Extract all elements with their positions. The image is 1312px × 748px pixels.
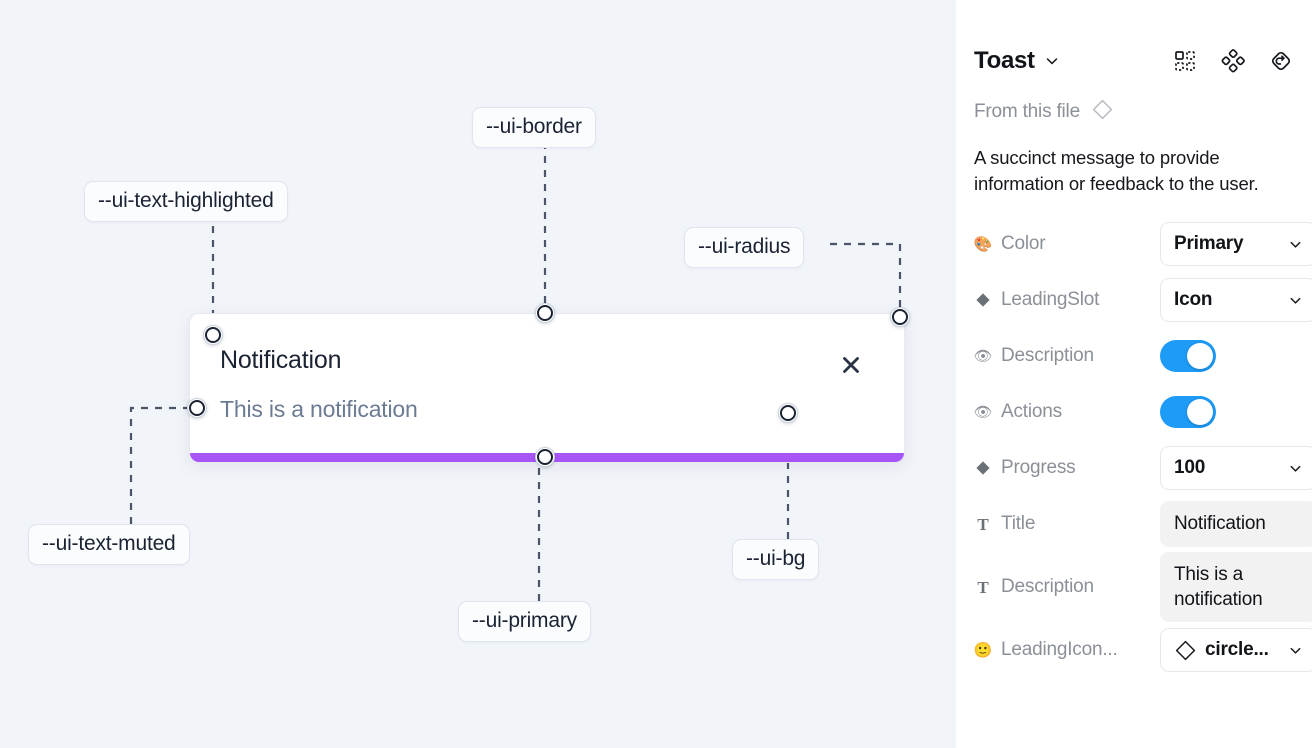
diamond-icon (1174, 639, 1197, 662)
eye-emoji-icon: 👁 (974, 347, 993, 365)
property-row-leadingslot: LeadingSlot Icon (974, 272, 1312, 328)
inspector-panel: Toast (956, 0, 1312, 748)
property-control-color: Primary (1160, 222, 1312, 267)
property-label-color: 🎨 Color (974, 233, 1160, 255)
toast-description: This is a notification (220, 396, 418, 422)
text-t-icon: T (977, 577, 989, 597)
toggle-knob (1187, 399, 1213, 426)
from-this-file-label: From this file (974, 101, 1080, 122)
property-row-title: T Title Notification (974, 496, 1312, 552)
toast-preview-card[interactable]: Notification This is a notification (189, 313, 905, 463)
component-grid-icon[interactable] (1172, 48, 1198, 74)
color-select[interactable]: Primary (1160, 222, 1312, 267)
property-row-description-toggle: 👁 Description (974, 328, 1294, 384)
property-row-actions-toggle: 👁 Actions (974, 384, 1294, 440)
header-icon-group (1172, 48, 1294, 74)
property-label-description-text: T Description (974, 576, 1160, 598)
progress-select[interactable]: 100 (1160, 446, 1312, 491)
chevron-down-icon (1288, 237, 1303, 252)
variants-diamond-icon[interactable] (1220, 48, 1246, 74)
anchor-handle-primary[interactable] (535, 447, 555, 467)
chevron-down-icon (1288, 293, 1303, 308)
smiley-emoji-icon: 🙂 (974, 641, 993, 659)
anchor-handle-border[interactable] (535, 303, 555, 323)
property-label-text: LeadingIcon... (1001, 639, 1118, 661)
eye-emoji-icon: 👁 (974, 403, 993, 421)
leadingslot-select[interactable]: Icon (1160, 278, 1312, 323)
property-row-description-text: T Description This is a notification (974, 552, 1312, 623)
leadingicon-select-value: circle... (1205, 639, 1269, 661)
token-chip-text-highlighted[interactable]: --ui-text-highlighted (84, 181, 288, 222)
color-select-value: Primary (1174, 233, 1244, 255)
palette-emoji-icon: 🎨 (974, 235, 993, 253)
page-title: Toast (974, 47, 1035, 74)
chevron-down-icon (1288, 461, 1303, 476)
property-control-progress: 100 (1160, 446, 1312, 491)
reset-rotate-icon[interactable] (1268, 48, 1294, 74)
property-control-actions-toggle (1160, 396, 1294, 429)
property-row-leadingicon: 🙂 LeadingIcon... circle... (974, 622, 1312, 678)
panel-header: Toast (974, 33, 1294, 89)
title-input[interactable]: Notification (1160, 501, 1312, 547)
property-row-progress: Progress 100 (974, 440, 1312, 496)
property-label-leadingslot: LeadingSlot (974, 289, 1160, 311)
property-row-color: 🎨 Color Primary (974, 216, 1312, 272)
diamond-filled-icon (974, 459, 992, 477)
token-chip-bg[interactable]: --ui-bg (732, 539, 820, 580)
chevron-down-icon[interactable] (1044, 53, 1060, 69)
property-label-description-toggle: 👁 Description (974, 345, 1160, 367)
property-label-text: Progress (1001, 457, 1076, 479)
property-label-title: T Title (974, 513, 1160, 535)
token-chip-border[interactable]: --ui-border (472, 107, 596, 148)
leadingicon-select[interactable]: circle... (1160, 628, 1312, 673)
property-label-text: LeadingSlot (1001, 289, 1100, 311)
leadingslot-select-value: Icon (1174, 289, 1213, 311)
property-label-text: Actions (1001, 401, 1062, 423)
property-label-text: Color (1001, 233, 1046, 255)
actions-toggle[interactable] (1160, 396, 1216, 429)
description-toggle[interactable] (1160, 340, 1216, 373)
property-control-leadingicon: circle... (1160, 628, 1312, 673)
from-this-file-row[interactable]: From this file (974, 98, 1294, 126)
token-chip-text-muted[interactable]: --ui-text-muted (28, 524, 190, 565)
property-label-text: Description (1001, 345, 1094, 367)
property-label-progress: Progress (974, 457, 1160, 479)
properties-list: 🎨 Color Primary (974, 216, 1312, 678)
token-chip-primary[interactable]: --ui-primary (458, 601, 591, 642)
diamond-filled-icon (974, 291, 992, 309)
design-canvas[interactable]: Notification This is a notification --ui… (0, 0, 956, 748)
text-t-icon: T (977, 514, 989, 534)
property-control-title: Notification (1160, 501, 1312, 547)
property-control-description-toggle (1160, 340, 1294, 373)
property-control-leadingslot: Icon (1160, 278, 1312, 323)
anchor-handle-bg[interactable] (778, 403, 798, 423)
token-chip-radius[interactable]: --ui-radius (684, 227, 805, 268)
close-x-icon[interactable] (838, 352, 864, 378)
property-label-text: Description (1001, 576, 1094, 598)
chevron-down-icon (1288, 643, 1303, 658)
property-control-description-text: This is a notification (1160, 552, 1312, 623)
diamond-icon (1091, 98, 1114, 126)
property-label-text: Title (1001, 513, 1036, 535)
description-input[interactable]: This is a notification (1160, 552, 1312, 623)
anchor-handle-text-muted[interactable] (187, 398, 207, 418)
property-label-actions-toggle: 👁 Actions (974, 401, 1160, 423)
toast-title: Notification (220, 346, 342, 374)
component-description: A succinct message to provide informatio… (974, 147, 1259, 194)
progress-select-value: 100 (1174, 457, 1206, 479)
anchor-handle-text-highlighted[interactable] (203, 325, 223, 345)
toggle-knob (1187, 343, 1213, 370)
property-label-leadingicon: 🙂 LeadingIcon... (974, 639, 1160, 661)
anchor-handle-radius[interactable] (890, 307, 910, 327)
